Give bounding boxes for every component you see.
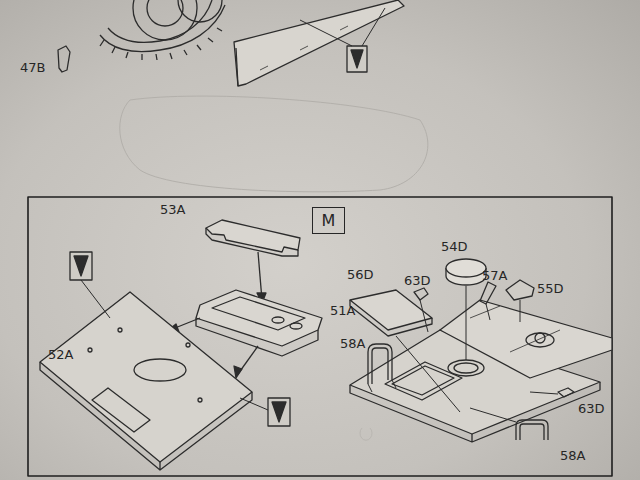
part-number: 63D (578, 401, 605, 416)
label-holder: 52A (48, 344, 73, 363)
part-number: 52A (48, 347, 73, 362)
part-number: 55D (537, 281, 564, 296)
label-holder: 54D (441, 236, 468, 255)
label-holder: 58A (340, 333, 365, 352)
label-holder: 63D (578, 398, 605, 417)
part-number: 54D (441, 239, 468, 254)
part-number: 58A (560, 448, 585, 463)
part-number: 57A (482, 268, 507, 283)
label-holder: 53A (160, 199, 185, 218)
part-number: 58A (340, 336, 365, 351)
label-holder: 56D (347, 264, 374, 283)
part-number: 51A (330, 303, 355, 318)
part-number: 63D (404, 273, 431, 288)
label-holder: 47B (20, 57, 45, 76)
label-holder: 57A (482, 265, 507, 284)
label-holder: 55D (537, 278, 564, 297)
part-number: 56D (347, 267, 374, 282)
label-holder: 58A (560, 445, 585, 464)
step-letter-box: M (312, 207, 345, 234)
step-letter: M (322, 212, 336, 230)
label-holder: 63D (404, 270, 431, 289)
label-holder: 51A (330, 300, 355, 319)
part-number: 53A (160, 202, 185, 217)
part-number: 47B (20, 60, 45, 75)
